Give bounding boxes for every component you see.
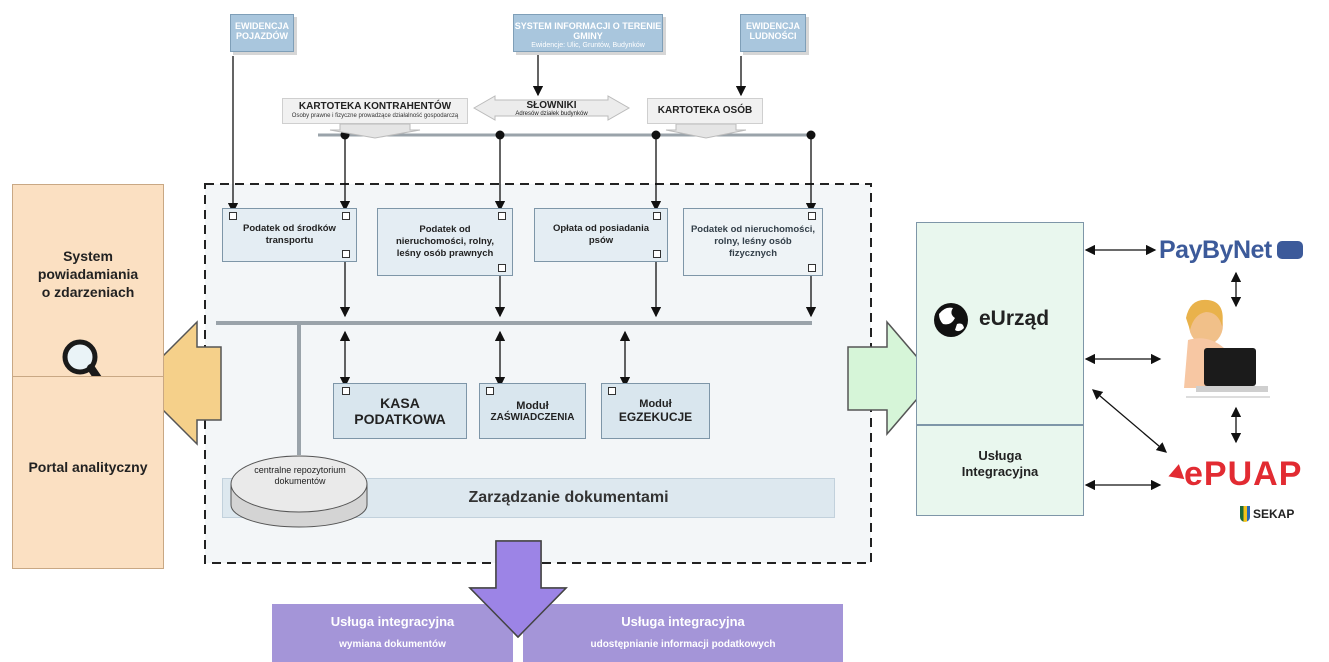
slowniki-box: SŁOWNIKI Adresów działek budynków — [495, 100, 608, 118]
module-nieruchomosci-fizyczne-label: Podatek od nieruchomości, rolny, leśny o… — [690, 224, 816, 259]
usluga-line1: Usługa — [978, 448, 1022, 463]
port-icon — [498, 212, 506, 220]
ewidencja-pojazdow-label: EWIDENCJA POJAZDÓW — [234, 21, 289, 41]
bottom-left-sub: wymiana dokumentów — [339, 639, 446, 650]
egzekucje-line2: EGZEKUCJE — [618, 410, 693, 424]
globe-icon — [934, 303, 968, 337]
module-psy: Opłata od posiadania psów — [534, 208, 668, 262]
kartoteka-osob: KARTOTEKA OSÓB — [647, 98, 763, 124]
zarzadzanie-label: Zarządzanie dokumentami — [468, 489, 669, 506]
portal-label: Portal analityczny — [28, 459, 148, 475]
module-nieruchomosci-prawne-label: Podatek od nieruchomości, rolny, leśny o… — [395, 224, 494, 259]
module-nieruchomosci-fizyczne: Podatek od nieruchomości, rolny, leśny o… — [683, 208, 823, 276]
ewidencja-pojazdow-box: EWIDENCJA POJAZDÓW — [230, 14, 294, 52]
system-line1: System — [63, 248, 113, 264]
port-icon — [229, 212, 237, 220]
slowniki-label: SŁOWNIKI — [526, 100, 577, 111]
sekap-logo: SEKAP — [1240, 504, 1310, 524]
bottom-left-title: Usługa integracyjna — [330, 614, 455, 629]
usluga-integracyjna-panel: Usługa Integracyjna — [916, 425, 1084, 516]
kartoteka-osob-label: KARTOTEKA OSÓB — [657, 105, 753, 116]
ewidencja-ludnosci-box: EWIDENCJA LUDNOŚCI — [740, 14, 806, 52]
module-nieruchomosci-prawne: Podatek od nieruchomości, rolny, leśny o… — [377, 208, 513, 276]
kasa-line1: KASA — [380, 395, 420, 411]
modul-zaswiadczenia: Moduł ZAŚWIADCZENIA — [479, 383, 586, 439]
eurzad-panel: eUrząd — [916, 222, 1084, 425]
zaswiadczenia-line2: ZAŚWIADCZENIA — [490, 411, 575, 423]
shield-icon — [1240, 506, 1250, 522]
left-big-arrow — [134, 320, 222, 446]
sekap-label: SEKAP — [1253, 507, 1295, 521]
bottom-right-title: Usługa integracyjna — [621, 614, 745, 629]
port-icon — [486, 387, 494, 395]
modul-egzekucje: Moduł EGZEKUCJE — [601, 383, 710, 439]
module-srodki-transportu: Podatek od środków transportu — [222, 208, 357, 262]
slowniki-sub: Adresów działek budynków — [515, 111, 588, 117]
module-psy-label: Opłata od posiadania psów — [552, 223, 650, 246]
card-icon — [1276, 241, 1303, 259]
port-icon — [342, 212, 350, 220]
epuap-logo: ePUAP — [1165, 453, 1318, 495]
kartoteka-kontrahentow-sub: Osoby prawne i fizyczne prowadzące dział… — [291, 113, 459, 119]
zaswiadczenia-line1: Moduł — [516, 399, 549, 412]
usluga-udostepnianie-box: Usługa integracyjna udostępnianie inform… — [523, 604, 843, 662]
ewidencja-ludnosci-label: EWIDENCJA LUDNOŚCI — [745, 21, 800, 41]
system-informacji-box: SYSTEM INFORMACJI O TERENIE GMINY Ewiden… — [513, 14, 663, 52]
port-icon — [342, 250, 350, 258]
system-powiadamiania-panel: System powiadamiania o zdarzeniach — [12, 184, 164, 397]
port-icon — [608, 387, 616, 395]
usluga-line2: Integracyjna — [961, 464, 1039, 479]
egzekucje-line1: Moduł — [639, 398, 672, 410]
port-icon — [653, 250, 661, 258]
paybynet-logo: PayByNet — [1159, 233, 1319, 267]
port-icon — [808, 264, 816, 272]
system-informacji-sub: Ewidencje: Ulic, Gruntów, Budynków — [531, 42, 645, 49]
epuap-label: ePUAP — [1184, 454, 1303, 493]
port-icon — [342, 387, 350, 395]
system-informacji-label: SYSTEM INFORMACJI O TERENIE GMINY — [514, 21, 662, 41]
repozytorium-label: centralne repozytorium dokumentów — [254, 465, 346, 486]
right-big-arrow — [847, 319, 936, 437]
eurzad-label: eUrząd — [979, 307, 1050, 330]
port-icon — [808, 212, 816, 220]
module-srodki-transportu-label: Podatek od środków transportu — [243, 223, 336, 246]
system-line2: powiadamiania — [37, 266, 139, 282]
bottom-right-sub: udostępnianie informacji podatkowych — [590, 639, 776, 650]
kasa-podatkowa: KASA PODATKOWA — [333, 383, 467, 439]
swoosh-icon — [1165, 464, 1185, 484]
system-line3: o zdarzeniach — [41, 284, 135, 300]
port-icon — [498, 264, 506, 272]
kartoteka-kontrahentow-label: KARTOTEKA KONTRAHENTÓW — [298, 101, 452, 112]
kasa-line2: PODATKOWA — [354, 411, 446, 427]
usluga-wymiana-box: Usługa integracyjna wymiana dokumentów — [272, 604, 513, 662]
portal-analityczny-panel: Portal analityczny — [12, 376, 164, 569]
port-icon — [653, 212, 661, 220]
paybynet-label: PayByNet — [1159, 235, 1272, 264]
kartoteka-kontrahentow: KARTOTEKA KONTRAHENTÓW Osoby prawne i fi… — [282, 98, 468, 124]
